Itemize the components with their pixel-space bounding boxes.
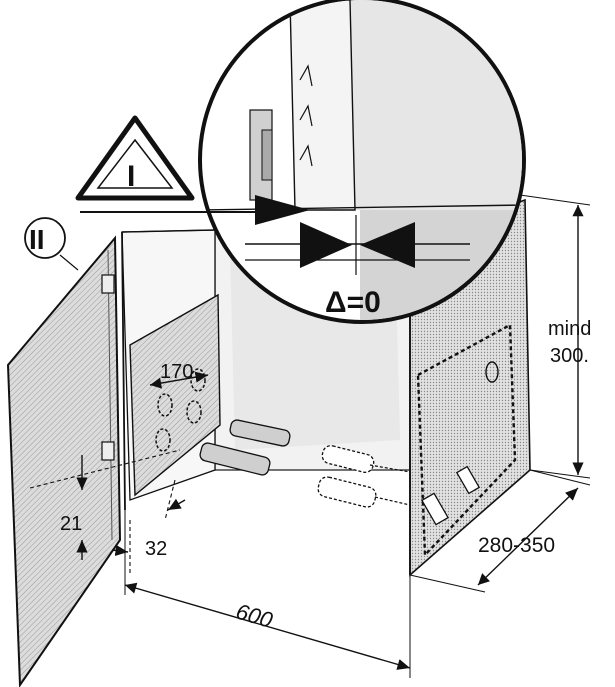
dim-min-height-line2: 300.	[550, 345, 589, 367]
dim-32: 32	[145, 538, 167, 560]
right-mounting-plate-outline	[416, 323, 517, 558]
dim-21: 21	[60, 513, 82, 535]
warning-triangle: I	[75, 115, 260, 213]
door-inner-edge	[107, 249, 113, 541]
right-plate-hole	[485, 361, 499, 383]
door-hinge-bottom	[101, 441, 115, 461]
door-hinge-top	[101, 274, 115, 294]
door-roman-numeral: II	[29, 224, 45, 255]
cabinet-top-edge	[121, 229, 216, 233]
detail-magnifier: Δ=0	[198, 0, 526, 324]
door-roman-marker: II	[24, 217, 79, 271]
dim-170: 170	[160, 361, 193, 383]
screws-and-dowels	[199, 419, 411, 508]
dim-min-height-line1: mind	[548, 318, 591, 340]
dimension-lines	[76, 194, 591, 678]
door-panel	[6, 235, 122, 687]
dim-280-350: 280-350	[478, 534, 555, 557]
magnifier-arrow-right	[255, 195, 310, 225]
left-mounting-plate	[129, 293, 221, 497]
left-front-edge	[121, 231, 126, 511]
magnifier-arrow-inward-left	[300, 222, 352, 268]
warning-roman-numeral: I	[127, 160, 135, 193]
dim-600: 600	[233, 599, 276, 633]
magnifier-arrow-inward-right	[360, 222, 415, 268]
delta-zero-label: Δ=0	[325, 286, 381, 319]
cabinet-door	[6, 235, 181, 687]
right-panel-hinges	[421, 465, 481, 526]
